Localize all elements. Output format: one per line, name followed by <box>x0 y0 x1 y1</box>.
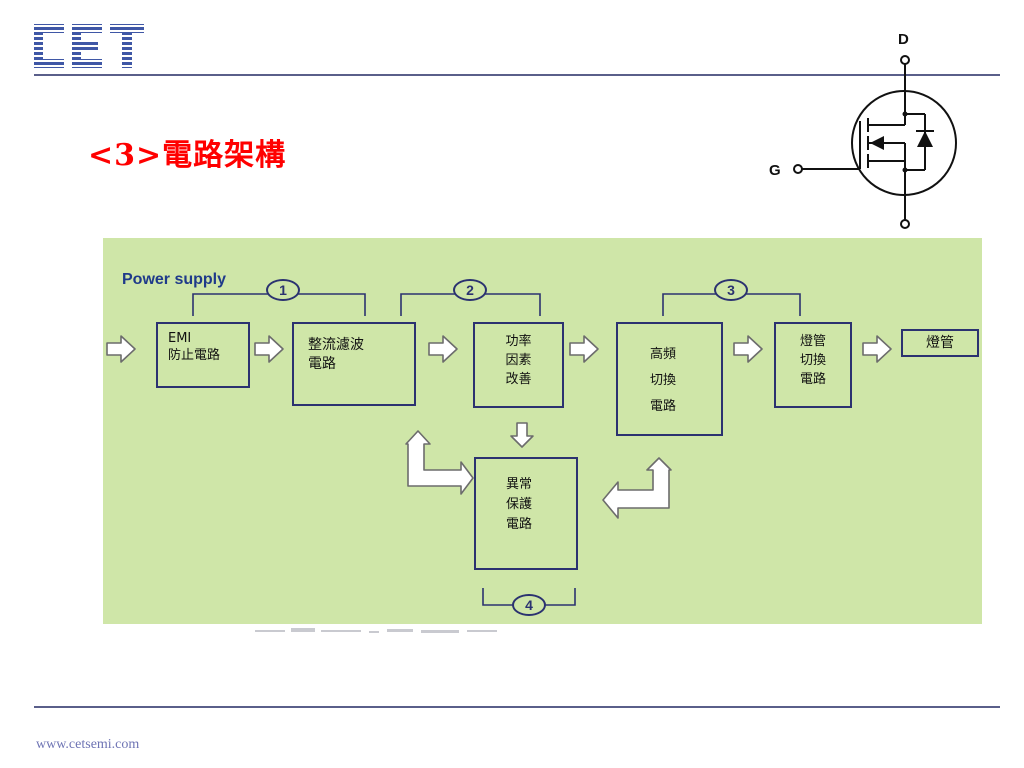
footer-url[interactable]: www.cetsemi.com <box>36 737 140 752</box>
block-emi-filter: EMI 防止電路 <box>156 322 250 388</box>
arrow-right-icon <box>106 335 136 363</box>
block-lamp-switching: 燈管 切換 電路 <box>774 322 852 408</box>
bent-arrow-icon <box>602 457 672 519</box>
block-rectifier-filter: 整流濾波 電路 <box>292 322 416 406</box>
arrow-right-icon <box>428 335 458 363</box>
group-number-1: 1 <box>266 279 300 301</box>
footer-rule <box>34 706 1000 708</box>
block-lamp: 燈管 <box>901 329 979 357</box>
cet-logo <box>34 24 144 68</box>
scan-artifact <box>255 628 497 633</box>
block-power-factor-correction: 功率 因素 改善 <box>473 322 564 408</box>
arrow-right-icon <box>254 335 284 363</box>
group-number-2: 2 <box>453 279 487 301</box>
drain-label: D <box>898 31 909 48</box>
bent-arrow-icon <box>405 430 474 495</box>
header-rule <box>34 74 1000 76</box>
arrow-right-icon <box>733 335 763 363</box>
group-number-4: 4 <box>512 594 546 616</box>
arrow-down-icon <box>510 422 534 448</box>
page-title: <3>電路架構 <box>88 138 287 173</box>
mosfet-symbol <box>793 55 957 229</box>
block-high-frequency-switching: 高頻 切換 電路 <box>616 322 723 436</box>
arrow-right-icon <box>569 335 599 363</box>
arrow-right-icon <box>862 335 892 363</box>
gate-label: G <box>769 162 781 179</box>
group-number-3: 3 <box>714 279 748 301</box>
block-abnormal-protection: 異常 保護 電路 <box>474 457 578 570</box>
power-supply-diagram: Power supply 1 2 3 4 EMI 防止電路 整流濾波 電路 功率… <box>103 238 982 624</box>
power-supply-heading: Power supply <box>122 271 227 288</box>
